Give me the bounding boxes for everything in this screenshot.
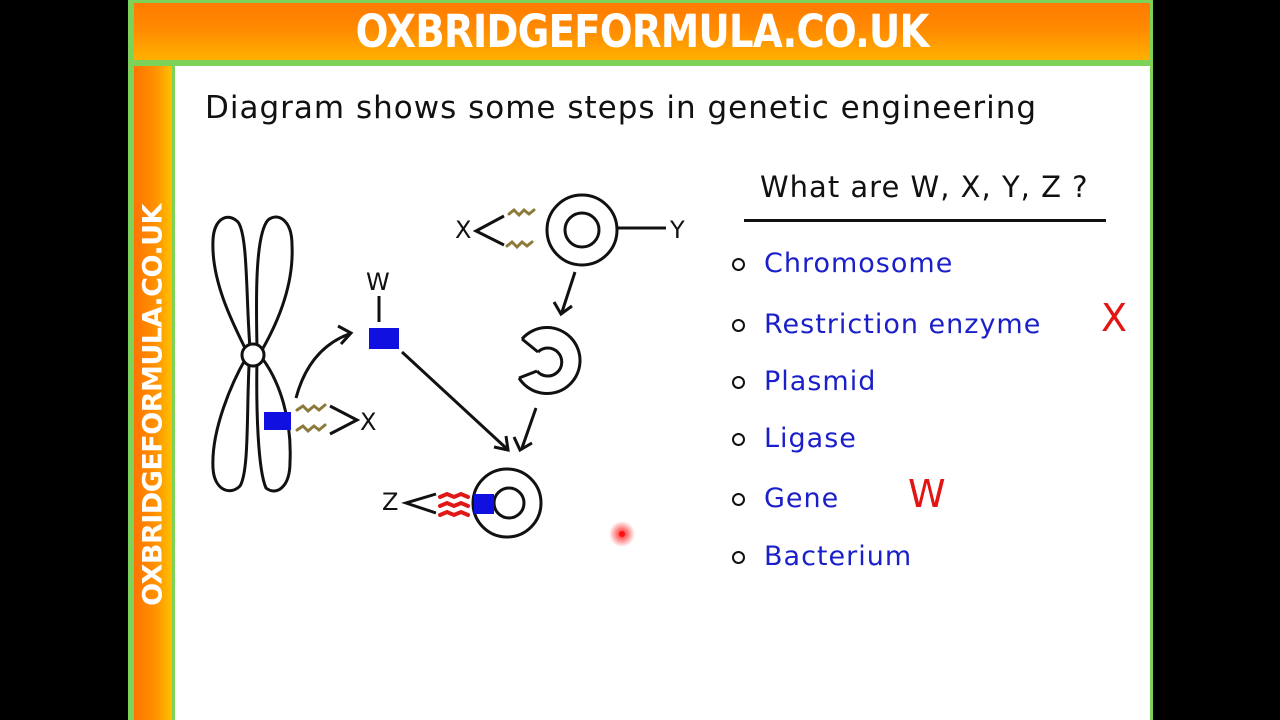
diagram-title: Diagram shows some steps in genetic engi… [205,90,1038,126]
angle-bracket-icon [401,492,437,515]
answer-mark: X [1101,296,1128,340]
option-label: Ligase [764,423,857,454]
chromosome-drawing [211,215,294,493]
side-banner [134,66,172,720]
ligase-icon [438,491,470,518]
gene-fragment [369,328,399,349]
arrow-icon [294,332,350,399]
recombinant-plasmid-outer [471,467,543,539]
bullet-icon [732,493,745,506]
label-w: W [366,268,390,296]
bullet-icon [732,319,745,332]
arrowhead-icon [512,436,533,453]
bullet-icon [732,258,745,271]
option-label: Plasmid [764,366,877,397]
arrowhead-icon [337,324,354,346]
banner-title: OXBRIDGEFORMULA.CO.UK [355,5,929,58]
arrow-icon [560,271,577,313]
laser-pointer-core [619,531,625,537]
site-banner: OXBRIDGEFORMULA.CO.UK [134,3,1150,60]
arrowhead-icon [493,435,510,452]
option-label: Bacterium [764,541,913,572]
angle-bracket-icon [472,214,505,247]
restriction-enzyme-icon [295,403,327,434]
inserted-gene [474,494,494,514]
option-label: Chromosome [764,248,954,279]
label-z: Z [382,488,398,516]
plasmid-inner [563,211,601,249]
answer-mark: W [908,472,946,516]
label-x-chromosome: X [360,408,376,436]
label-y: Y [669,216,685,244]
bullet-icon [732,551,745,564]
bullet-icon [732,433,745,446]
recombinant-plasmid-inner [492,486,526,520]
option-label: Restriction enzyme [764,309,1042,340]
bullet-icon [732,376,745,389]
arrow-icon [400,350,508,450]
label-x-top: X [455,216,471,244]
restriction-enzyme-icon [505,207,536,250]
angle-bracket-icon [329,404,361,436]
cut-plasmid [517,326,582,396]
whiteboard [175,66,1150,720]
question-underline [744,219,1106,222]
question-text: What are W, X, Y, Z ? [760,170,1089,204]
arrow-icon [520,407,538,449]
plasmid-outer [545,193,619,267]
option-label: Gene [764,483,840,514]
arrowhead-icon [552,301,573,317]
